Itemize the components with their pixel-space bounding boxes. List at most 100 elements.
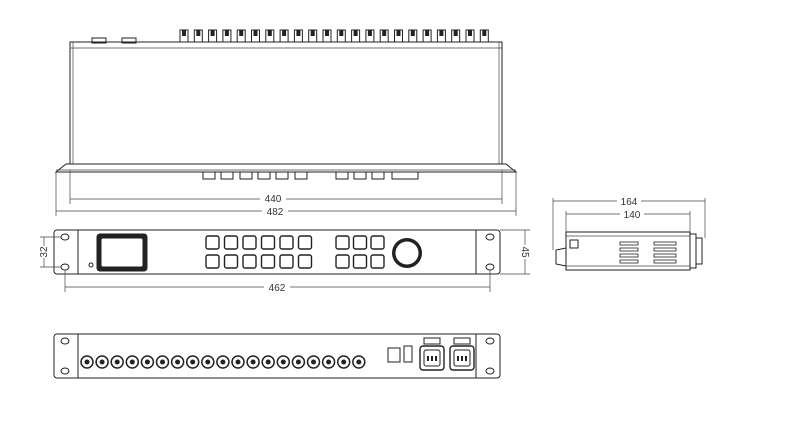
front-button: [223, 235, 239, 250]
top-connector: [451, 29, 461, 43]
top-connector: [379, 29, 389, 43]
dimension-440: 440: [69, 170, 503, 205]
top-connector: [308, 29, 318, 43]
top-connector: [222, 29, 232, 43]
dimension-45-label: 45: [519, 246, 530, 258]
side-vent: [653, 241, 677, 246]
dimension-164-label: 164: [621, 197, 638, 208]
top-connector: [465, 29, 475, 43]
front-button: [352, 235, 368, 250]
top-connector: [422, 29, 432, 43]
dimension-45: 45: [500, 229, 530, 275]
front-panel-body: [77, 229, 477, 275]
rear-bnc-connectors: [80, 355, 366, 369]
rear-bnc-connector: [306, 355, 321, 369]
side-view-vents: [619, 241, 677, 264]
rear-bnc-connector: [170, 355, 185, 369]
rear-bnc-connector: [155, 355, 170, 369]
front-button: [205, 235, 220, 250]
top-view: [54, 29, 518, 180]
rear-bnc-connector: [336, 355, 351, 369]
top-view-connectors: [179, 29, 489, 43]
rear-bnc-connector: [261, 355, 275, 369]
rear-power-inlet: [449, 337, 475, 371]
dimension-440-label: 440: [265, 194, 282, 205]
top-connector: [179, 29, 189, 43]
front-button: [205, 254, 220, 269]
rear-bnc-connector: [95, 355, 109, 369]
front-button: [279, 235, 294, 250]
top-front-button: [335, 171, 349, 180]
front-indicator-led: [88, 262, 94, 268]
front-button: [335, 235, 350, 250]
side-vent: [619, 247, 639, 252]
top-front-button: [275, 171, 289, 180]
rear-bnc-connector: [80, 355, 94, 369]
top-view-flange: [54, 163, 518, 173]
rear-bnc-connector: [185, 355, 200, 369]
front-button-groups: [205, 235, 385, 269]
top-connector: [265, 29, 275, 43]
rear-bnc-connector: [216, 355, 230, 369]
side-vent: [653, 247, 677, 252]
front-button: [279, 254, 294, 269]
rear-power-inlet: [419, 337, 445, 371]
front-button: [260, 254, 276, 269]
front-button: [352, 254, 368, 269]
dimension-482-label: 482: [267, 207, 284, 218]
rear-bnc-connector: [125, 355, 140, 369]
front-button: [297, 235, 313, 250]
rear-bnc-connector: [291, 355, 306, 369]
top-connector: [479, 29, 489, 43]
top-connector: [394, 29, 403, 43]
front-button: [335, 254, 350, 269]
top-connector: [193, 29, 203, 43]
top-front-button: [353, 171, 367, 180]
top-front-button: [202, 171, 216, 180]
top-view-front-buttons: [202, 171, 419, 180]
top-connector: [436, 29, 446, 43]
front-button: [370, 235, 385, 250]
dimension-482: 482: [55, 172, 517, 218]
top-connector: [408, 29, 418, 43]
top-connector: [365, 29, 375, 43]
top-front-knob: [391, 171, 419, 180]
top-connector: [322, 29, 332, 43]
top-connector: [251, 29, 260, 43]
side-vent: [653, 253, 677, 258]
dimension-32-label: 32: [39, 246, 50, 258]
dimension-140-label: 140: [624, 210, 641, 221]
dimension-462: 462: [64, 270, 491, 294]
side-vent: [653, 259, 677, 264]
rear-bnc-connector: [246, 355, 260, 369]
side-vent: [619, 241, 639, 246]
front-button: [242, 235, 257, 250]
side-vent: [619, 259, 639, 264]
rear-bnc-connector: [140, 355, 155, 369]
rear-fuse-holder: [403, 345, 413, 363]
side-view: [555, 231, 703, 271]
rear-bnc-connector: [231, 355, 245, 369]
top-connector: [336, 29, 346, 43]
rear-bnc-connector: [110, 355, 124, 369]
front-button: [260, 235, 276, 250]
top-connector: [293, 29, 303, 43]
dimension-164: 164: [552, 197, 706, 250]
top-front-button: [294, 171, 308, 180]
top-connector: [208, 29, 218, 43]
top-connector: [279, 29, 289, 43]
rear-power-switch: [387, 347, 401, 363]
rear-bnc-connector: [201, 355, 215, 369]
dimension-32: 32: [39, 236, 61, 268]
rear-bnc-connector: [276, 355, 291, 369]
top-front-button: [220, 171, 234, 180]
top-view-body: [69, 41, 503, 165]
top-front-button: [239, 171, 253, 180]
dimension-140: 140: [565, 210, 691, 232]
front-button: [297, 254, 313, 269]
top-connector: [351, 29, 361, 43]
dimension-462-label: 462: [269, 283, 286, 294]
front-button: [370, 254, 385, 269]
top-front-button: [257, 171, 271, 180]
rear-view: [53, 333, 501, 379]
